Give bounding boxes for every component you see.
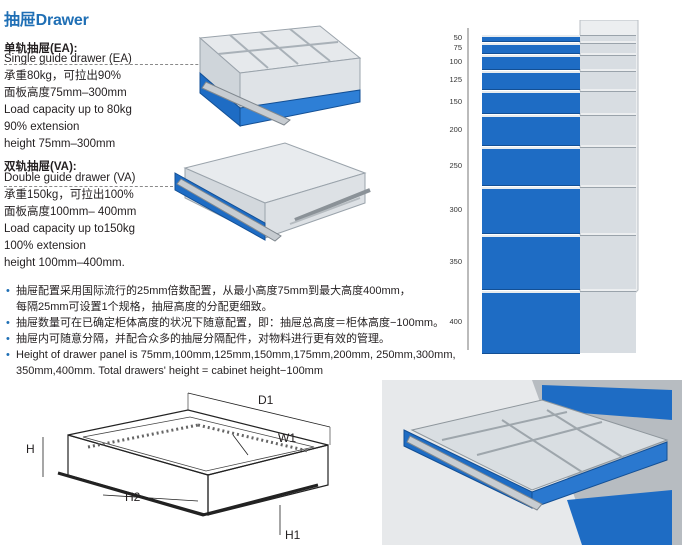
cabinet-drawer-side — [580, 187, 636, 233]
list-item: • 抽屉配置采用国际流行的25mm倍数配置，从最小高度75mm到最大高度400m… — [6, 285, 411, 313]
spec-line: Load capacity up to150kg — [4, 223, 136, 235]
drawer-height-label: 400 — [449, 317, 462, 326]
cabinet-drawer — [482, 291, 580, 354]
cabinet-drawer — [482, 187, 580, 234]
spec-line: 100% extension — [4, 240, 86, 252]
cabinet-drawer-side — [580, 147, 636, 185]
bullet-icon: • — [6, 285, 10, 297]
cabinet-drawer-side — [580, 71, 636, 89]
cabinet-drawer-side — [580, 291, 636, 353]
drawer-height-label: 75 — [453, 43, 462, 52]
cabinet-drawer — [482, 71, 580, 90]
cabinet-drawer-side — [580, 43, 636, 53]
double-guide-heading: 双轨抽屉(VA): — [4, 161, 77, 173]
drawer-dimension-diagram — [42, 392, 331, 535]
drawer-height-label: 250 — [449, 161, 462, 170]
feature-list: • 抽屉配置采用国际流行的25mm倍数配置，从最小高度75mm到最大高度400m… — [6, 283, 456, 379]
spec-line: height 100mm–400mm. — [4, 257, 125, 269]
cabinet-drawer — [482, 115, 580, 146]
cabinet-drawer-side — [580, 55, 636, 69]
dimension-h: H — [26, 442, 35, 456]
drawer-height-label: 50 — [453, 33, 462, 42]
single-guide-divider — [4, 64, 304, 65]
cabinet-drawer — [482, 55, 580, 70]
drawer-height-label: 350 — [449, 257, 462, 266]
spec-line: 面板高度100mm– 400mm — [4, 206, 137, 218]
spec-line: 承重80kg，可拉出90% — [4, 70, 121, 82]
spec-line: Load capacity up to 80kg — [4, 104, 132, 116]
spec-line: 90% extension — [4, 121, 80, 133]
dimension-d1: D1 — [258, 393, 274, 407]
list-item: • 抽屉数量可在已确定柜体高度的状况下随意配置，即：抽屉总高度＝柜体高度−100… — [6, 317, 445, 329]
spec-line: Single guide drawer (EA) — [4, 53, 132, 65]
drawer-height-label: 100 — [449, 57, 462, 66]
single-guide-drawer-image — [198, 25, 362, 128]
spec-line: 面板高度75mm–300mm — [4, 87, 127, 99]
single-guide-heading: 单轨抽屉(EA): — [4, 43, 78, 55]
spec-line: Double guide drawer (VA) — [4, 172, 136, 184]
cabinet-drawer — [482, 235, 580, 290]
cabinet-drawer — [482, 147, 580, 186]
drawer-height-label: 125 — [449, 75, 462, 84]
cabinet-drawer — [482, 35, 580, 42]
page-title: 抽屉Drawer — [4, 12, 89, 29]
cabinet-drawer — [482, 43, 580, 54]
dimension-w1: W1 — [278, 431, 296, 445]
dimension-h2: H2 — [125, 490, 141, 504]
bullet-icon: • — [6, 317, 10, 329]
double-guide-drawer-image — [174, 142, 371, 242]
cabinet-drawer-side — [580, 115, 636, 145]
cabinet-drawer — [482, 91, 580, 114]
dimension-h1: H1 — [285, 528, 301, 542]
drawer-height-label: 300 — [449, 205, 462, 214]
single-guide-specs: Single guide drawer (EA) 承重80kg，可拉出90% 面… — [4, 51, 132, 153]
bullet-icon: • — [6, 333, 10, 345]
cabinet-drawer-side — [580, 235, 636, 289]
drawer-height-label: 200 — [449, 125, 462, 134]
list-item: • 抽屉内可随意分隔，并配合众多的抽屉分隔配件，对物料进行更有效的管理。 — [6, 333, 390, 345]
cabinet-drawer-side — [580, 35, 636, 41]
spec-line: 承重150kg，可拉出100% — [4, 189, 134, 201]
double-guide-specs: Double guide drawer (VA) 承重150kg，可拉出100%… — [4, 170, 136, 272]
spec-line: height 75mm–300mm — [4, 138, 116, 150]
cabinet-drawer-side — [580, 91, 636, 113]
list-item: • Height of drawer panel is 75mm,100mm,1… — [6, 349, 456, 377]
double-guide-divider — [4, 186, 334, 187]
drawer-height-label: 150 — [449, 97, 462, 106]
open-drawer-photo — [382, 380, 682, 545]
bullet-icon: • — [6, 349, 10, 361]
